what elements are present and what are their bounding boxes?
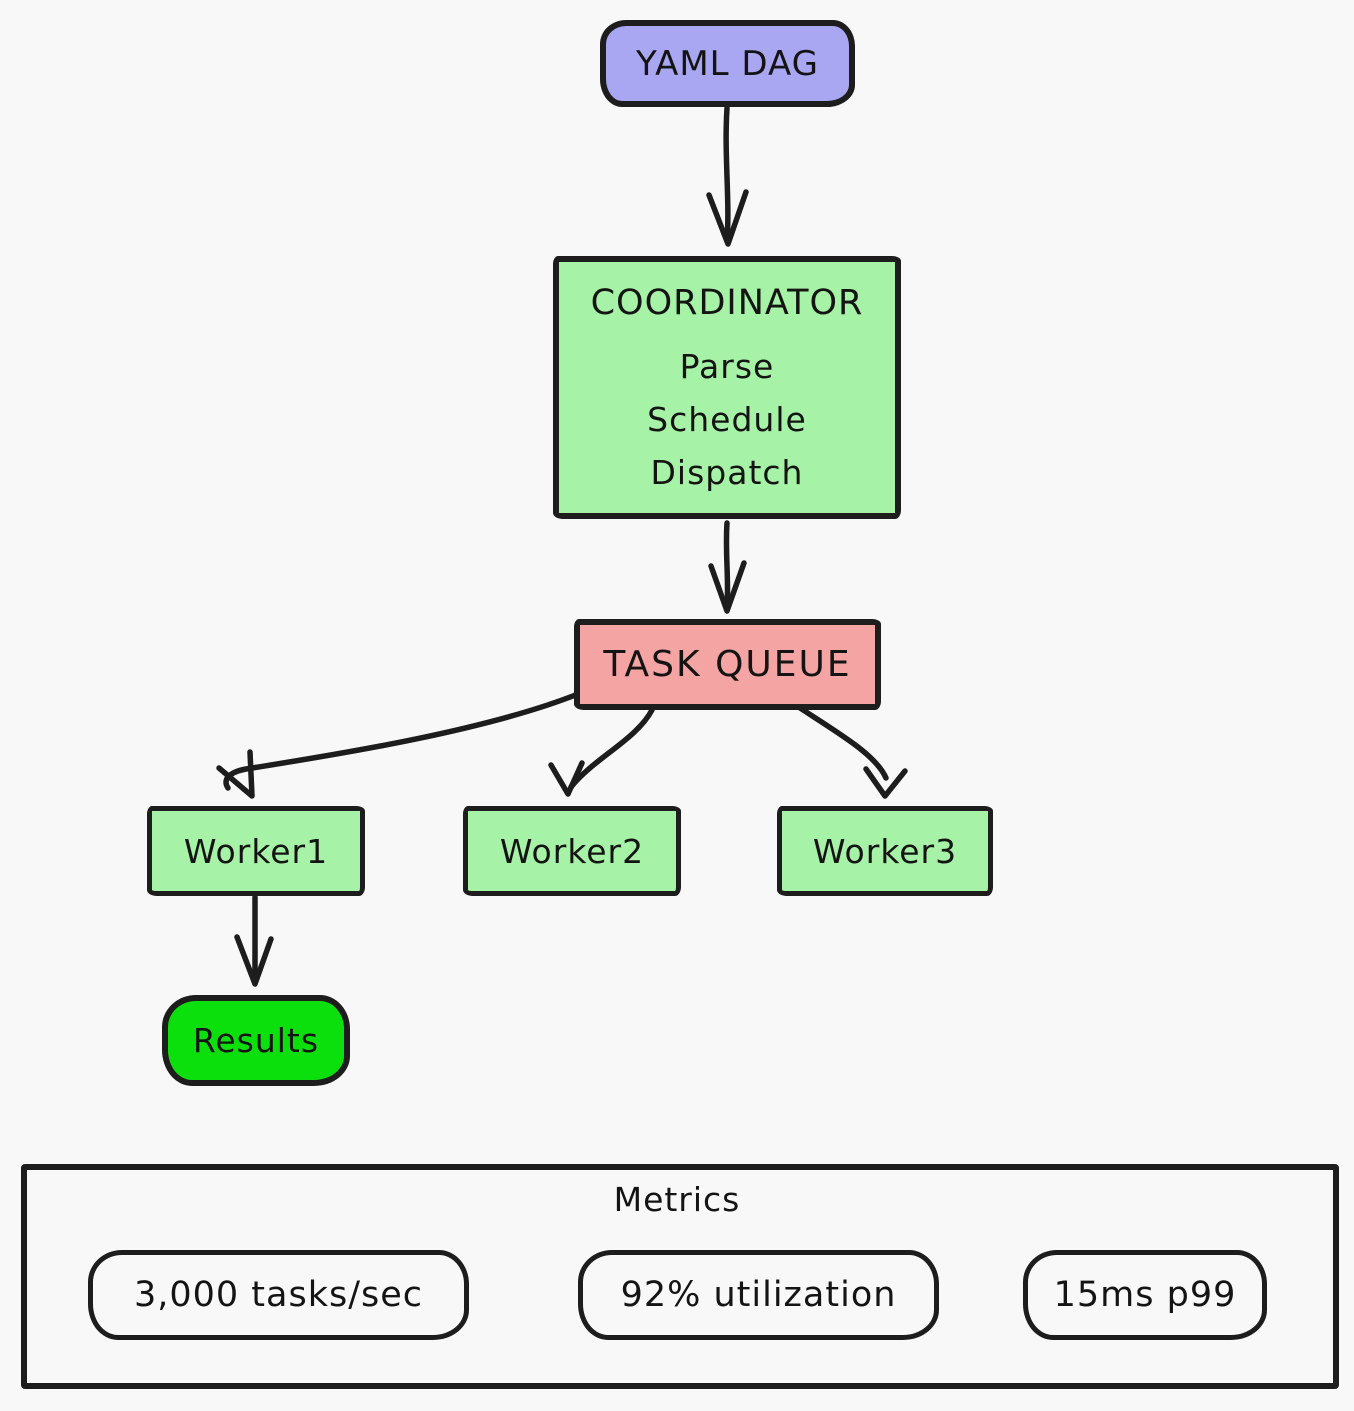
arrow-queue-to-worker2 bbox=[548, 707, 655, 797]
metrics-panel bbox=[21, 1164, 1339, 1389]
metric-pill-latency: 15ms p99 bbox=[1023, 1250, 1267, 1340]
node-results: Results bbox=[162, 995, 350, 1086]
metrics-title: Metrics bbox=[613, 1180, 741, 1219]
metric-pill-throughput: 3,000 tasks/sec bbox=[88, 1250, 469, 1340]
coordinator-step-schedule: Schedule bbox=[647, 400, 807, 439]
arrow-queue-to-worker1 bbox=[216, 691, 581, 799]
coordinator-title: COORDINATOR bbox=[590, 283, 864, 323]
arrow-yaml-to-coordinator bbox=[706, 105, 749, 247]
coordinator-step-parse: Parse bbox=[679, 347, 775, 386]
node-worker-1: Worker1 bbox=[147, 806, 365, 896]
metric-pill-utilization: 92% utilization bbox=[578, 1250, 939, 1340]
node-coordinator: COORDINATOR Parse Schedule Dispatch bbox=[553, 256, 901, 519]
coordinator-step-dispatch: Dispatch bbox=[650, 453, 804, 492]
arrow-coordinator-to-queue bbox=[708, 520, 747, 614]
node-worker-2: Worker2 bbox=[463, 806, 681, 896]
node-task-queue: TASK QUEUE bbox=[574, 619, 881, 710]
node-worker-3: Worker3 bbox=[777, 806, 993, 896]
arrow-queue-to-worker3 bbox=[797, 705, 908, 799]
arrow-worker1-to-results bbox=[234, 894, 274, 987]
node-yaml-dag: YAML DAG bbox=[600, 20, 855, 107]
